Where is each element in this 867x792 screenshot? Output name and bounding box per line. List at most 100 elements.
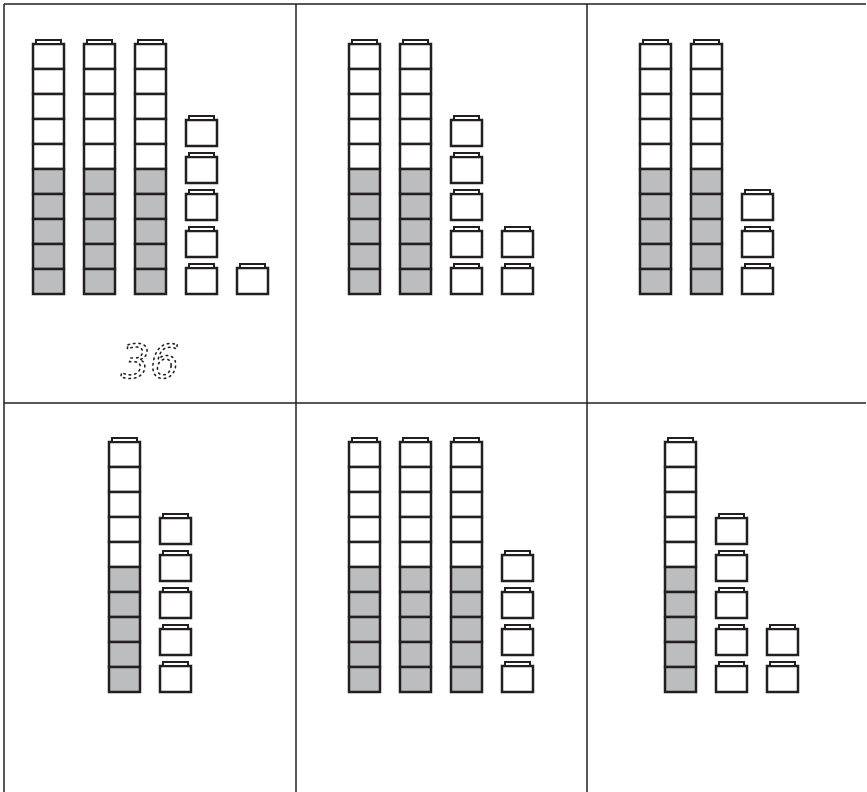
panel — [640, 40, 773, 294]
rod-cube — [349, 542, 380, 567]
cube-face — [451, 268, 482, 294]
rod-cube — [84, 244, 115, 269]
rod-cube — [33, 119, 64, 144]
ones-cube — [186, 264, 217, 294]
tens-rod — [640, 40, 671, 294]
cube-cap — [189, 153, 214, 157]
rod-cube — [400, 592, 431, 617]
rod-cube — [33, 244, 64, 269]
rod-cube — [349, 617, 380, 642]
cube-face — [186, 231, 217, 257]
cube-cap — [719, 514, 744, 518]
ones-cube — [186, 116, 217, 146]
rod-cap — [112, 438, 137, 442]
rod-cube — [691, 244, 722, 269]
rod-cube — [109, 542, 140, 567]
cube-cap — [770, 625, 795, 629]
ones-cube — [716, 662, 747, 692]
rod-cube — [400, 94, 431, 119]
cube-cap — [454, 227, 479, 231]
rod-cube — [451, 442, 482, 467]
rod-cap — [668, 438, 693, 442]
cube-cap — [719, 625, 744, 629]
cube-cap — [163, 551, 188, 555]
panel — [349, 438, 533, 692]
rod-cube — [349, 442, 380, 467]
tens-rod — [109, 438, 140, 692]
ones-cube — [160, 514, 191, 544]
rod-cube — [84, 69, 115, 94]
ones-cube — [160, 588, 191, 618]
rod-cube — [400, 542, 431, 567]
rod-cube — [109, 642, 140, 667]
rod-cube — [109, 517, 140, 542]
tens-rod — [451, 438, 482, 692]
ones-cube — [502, 551, 533, 581]
ones-cube — [716, 514, 747, 544]
cube-face — [716, 518, 747, 544]
cube-cap — [189, 264, 214, 268]
rod-cube — [691, 44, 722, 69]
rod-cube — [84, 269, 115, 294]
rod-cube — [691, 269, 722, 294]
rod-cube — [691, 69, 722, 94]
tens-rod — [691, 40, 722, 294]
rod-cube — [451, 542, 482, 567]
cube-cap — [745, 227, 770, 231]
rod-cube — [135, 244, 166, 269]
ones-cube — [502, 264, 533, 294]
cube-face — [716, 555, 747, 581]
rod-cube — [640, 94, 671, 119]
rod-cube — [665, 642, 696, 667]
cube-face — [767, 629, 798, 655]
rod-cube — [691, 169, 722, 194]
rod-cube — [135, 219, 166, 244]
cube-cap — [770, 662, 795, 666]
rod-cube — [109, 617, 140, 642]
ones-cube — [502, 588, 533, 618]
rod-cube — [400, 567, 431, 592]
cube-face — [186, 268, 217, 294]
rod-cube — [451, 592, 482, 617]
rod-cube — [84, 44, 115, 69]
rod-cube — [33, 194, 64, 219]
rod-cube — [400, 244, 431, 269]
rod-cap — [352, 40, 377, 44]
rod-cube — [84, 194, 115, 219]
ones-cube — [716, 625, 747, 655]
rod-cube — [349, 244, 380, 269]
rod-cube — [135, 194, 166, 219]
rod-cube — [109, 667, 140, 692]
rod-cube — [84, 94, 115, 119]
rod-cube — [691, 194, 722, 219]
cube-cap — [189, 190, 214, 194]
cube-face — [742, 231, 773, 257]
cube-face — [186, 120, 217, 146]
rod-cube — [109, 442, 140, 467]
rod-cube — [349, 592, 380, 617]
rod-cube — [665, 617, 696, 642]
cube-cap — [719, 588, 744, 592]
rod-cube — [109, 567, 140, 592]
rod-cube — [135, 269, 166, 294]
rod-cube — [33, 44, 64, 69]
tens-rod — [349, 438, 380, 692]
rod-cube — [400, 219, 431, 244]
cube-cap — [454, 116, 479, 120]
rod-cube — [640, 119, 671, 144]
cube-cap — [719, 662, 744, 666]
rod-cube — [640, 69, 671, 94]
rod-cube — [451, 567, 482, 592]
rod-cube — [665, 467, 696, 492]
rod-cube — [84, 144, 115, 169]
ones-cube — [186, 227, 217, 257]
ones-cube — [451, 227, 482, 257]
rod-cube — [400, 642, 431, 667]
rod-cube — [400, 667, 431, 692]
rod-cube — [640, 269, 671, 294]
cube-cap — [163, 588, 188, 592]
rod-cube — [349, 642, 380, 667]
panels: 36 — [33, 40, 798, 692]
cube-cap — [745, 190, 770, 194]
ones-cube — [160, 662, 191, 692]
